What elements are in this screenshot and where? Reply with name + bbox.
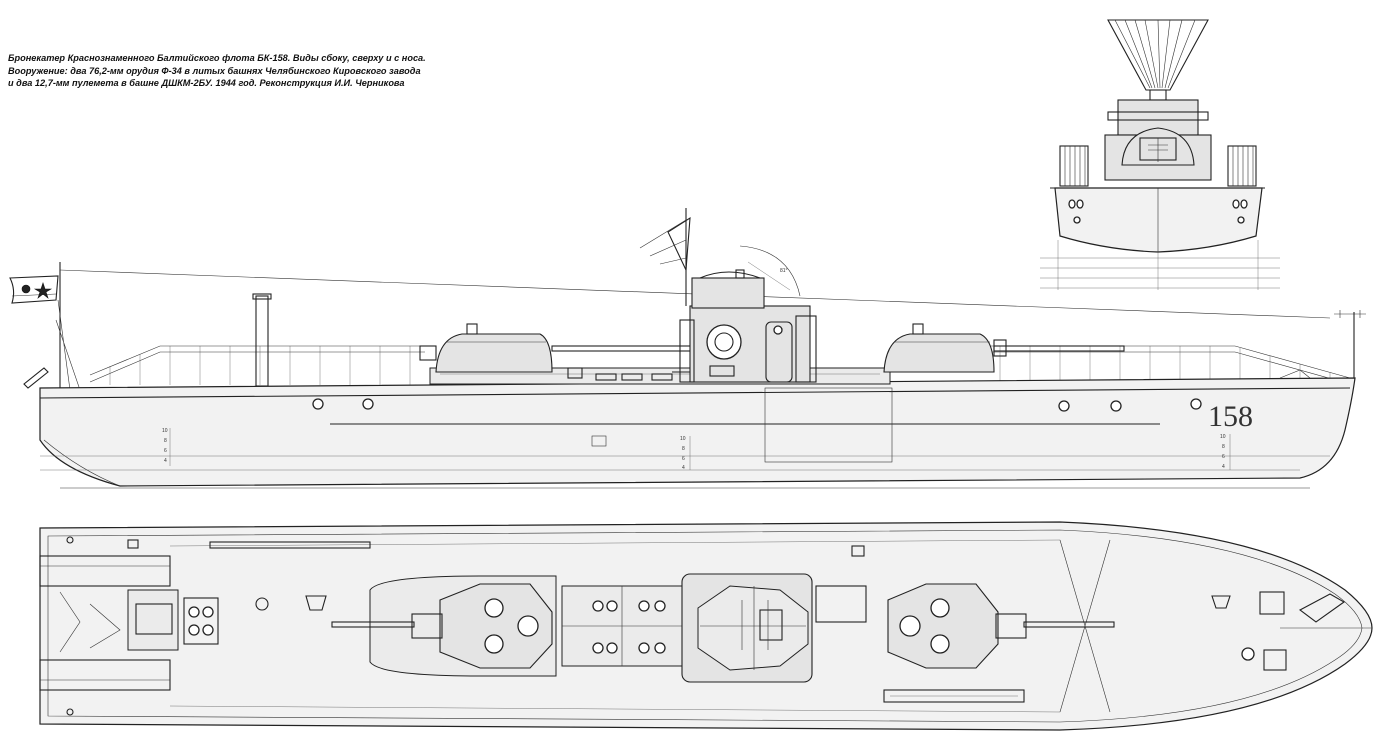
hatch-cluster [592,600,666,654]
caption-line-3: и два 12,7-мм пулемета в башне ДШКМ-2БУ.… [8,78,405,88]
draft-mark: 10 [162,428,168,434]
top-view [39,521,1373,731]
draft-mark: 10 [1220,434,1226,440]
draft-marks-mid: 10 8 6 4 [680,436,691,471]
hull-number: 158 [1208,400,1253,433]
draft-mark: 4 [164,458,167,464]
naval-flag-icon [9,275,59,304]
draft-mark: 10 [680,436,686,442]
caption-line-1: Бронекатер Краснознаменного Балтийского … [8,53,426,63]
front-view [1040,19,1280,290]
draft-mark: 6 [1222,454,1225,460]
draft-marks-fore: 10 8 6 4 [1220,434,1231,470]
draft-marks-aft: 10 8 6 4 [162,428,171,466]
caption-line-2: Вооружение: два 76,2-мм орудия Ф-34 в ли… [8,65,421,76]
drawing-caption: Бронекатер Краснознаменного Балтийского … [8,52,468,90]
draft-mark: 4 [1222,464,1225,470]
draft-mark: 8 [682,446,685,452]
draft-mark: 4 [682,465,685,471]
draft-mark: 6 [682,456,685,462]
draft-mark: 8 [1222,444,1225,450]
draft-mark: 6 [164,448,167,454]
draft-mark: 8 [164,438,167,444]
side-view: 81° 158 10 8 6 4 10 8 6 4 1 [9,208,1366,489]
angle-label: 81° [780,268,788,274]
